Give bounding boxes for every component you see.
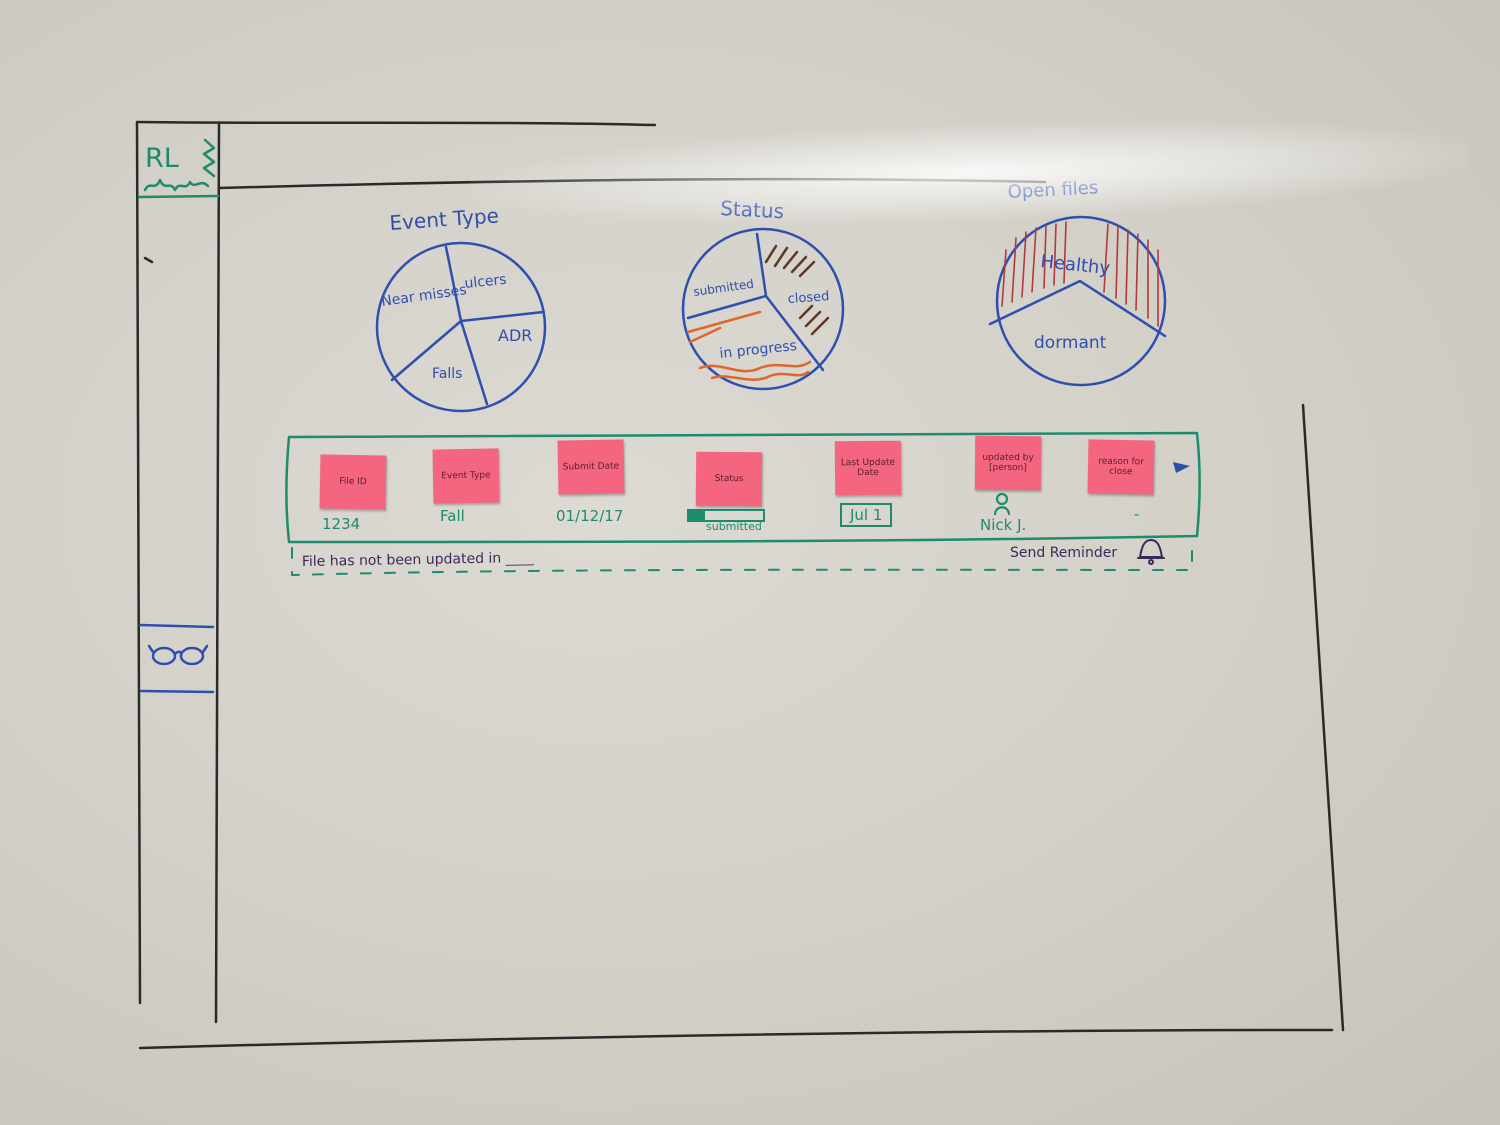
sidebar-item-bottom-line — [139, 689, 215, 694]
cell-updated-by: Nick J. — [980, 516, 1027, 534]
alert-row-outline — [291, 545, 1193, 576]
table-row-outline — [285, 431, 1201, 544]
alert-row: File has not been updated in ____ Send R… — [291, 539, 1193, 576]
pie-hatching-in-progress — [686, 310, 812, 381]
chart-event-type: Event Type Near misses ulcers ADR Falls — [375, 203, 547, 413]
pie-dividers — [686, 232, 825, 372]
column-header-last-update-date[interactable]: Last Update Date — [834, 440, 902, 496]
last-update-box — [840, 503, 892, 527]
column-header-status[interactable]: Status — [695, 451, 763, 507]
logo-zigzag — [202, 138, 216, 178]
frame-top-line — [135, 120, 657, 127]
logo-text: RL — [145, 143, 179, 174]
app-frame — [135, 120, 1345, 1050]
pie-hatching-closed — [764, 244, 830, 336]
pie-outline — [995, 215, 1167, 387]
chart-title: Open files — [1007, 177, 1099, 203]
bell-icon — [1137, 539, 1165, 565]
frame-tick — [143, 256, 154, 264]
send-reminder-label: Send Reminder — [1010, 545, 1117, 561]
pie-slice-label: dormant — [1034, 333, 1107, 353]
cell-last-update-date: Jul 1 — [850, 506, 883, 524]
cell-event-type: Fall — [440, 507, 465, 525]
column-header-event-type[interactable]: Event Type — [432, 448, 500, 504]
status-progress-track — [687, 509, 765, 522]
pie-slice-label: Healthy — [1039, 251, 1111, 279]
send-reminder-button[interactable]: Send Reminder — [1010, 539, 1165, 565]
frame-header-line — [217, 177, 1047, 190]
cell-submit-date: 01/12/17 — [556, 507, 624, 525]
pie-slice-label: ulcers — [464, 272, 508, 292]
table-row[interactable] — [285, 431, 1201, 544]
pie-slice-label: submitted — [692, 277, 754, 299]
sidebar-item-top-line — [138, 623, 215, 629]
pie-slice-label: Falls — [432, 366, 462, 382]
frame-sidebar-edge — [214, 122, 221, 1024]
status-progress-fill — [689, 511, 705, 520]
chart-open-files: Open files Healthy dormant — [988, 177, 1167, 387]
status-progress — [687, 509, 765, 522]
pie-outline — [375, 241, 547, 413]
alert-text: File has not been updated in ____ — [302, 550, 535, 570]
chart-title: Status — [720, 196, 785, 223]
cell-status: submitted — [706, 520, 762, 533]
cell-file-id: 1234 — [322, 515, 361, 533]
pie-slice-label: closed — [787, 289, 830, 307]
column-header-reason-for-close[interactable]: reason for close — [1087, 439, 1155, 495]
cell-reason-for-close: - — [1134, 505, 1140, 523]
frame-right-line — [1301, 403, 1345, 1032]
logo-underline — [137, 194, 220, 199]
column-header-file-id[interactable]: File ID — [319, 454, 387, 510]
logo-squiggle — [143, 178, 210, 192]
pie-slice-label: in progress — [719, 338, 798, 362]
pie-dividers — [390, 245, 545, 406]
glasses-icon — [147, 644, 209, 666]
triangle-icon[interactable] — [1173, 462, 1190, 473]
frame-bottom-line — [138, 1028, 1334, 1050]
pie-slice-label: Near misses — [380, 282, 467, 310]
frame-left-outer — [135, 120, 142, 1005]
logo[interactable]: RL — [137, 138, 220, 199]
column-header-updated-by[interactable]: updated by [person] — [974, 435, 1042, 491]
chart-status: Status submitted closed in progress — [681, 196, 845, 391]
chart-title: Event Type — [389, 203, 500, 235]
sidebar-item-review[interactable] — [138, 623, 215, 694]
pie-slice-label: ADR — [498, 326, 532, 345]
column-header-submit-date[interactable]: Submit Date — [557, 439, 625, 495]
pie-dividers — [988, 279, 1167, 338]
person-icon — [993, 492, 1011, 516]
